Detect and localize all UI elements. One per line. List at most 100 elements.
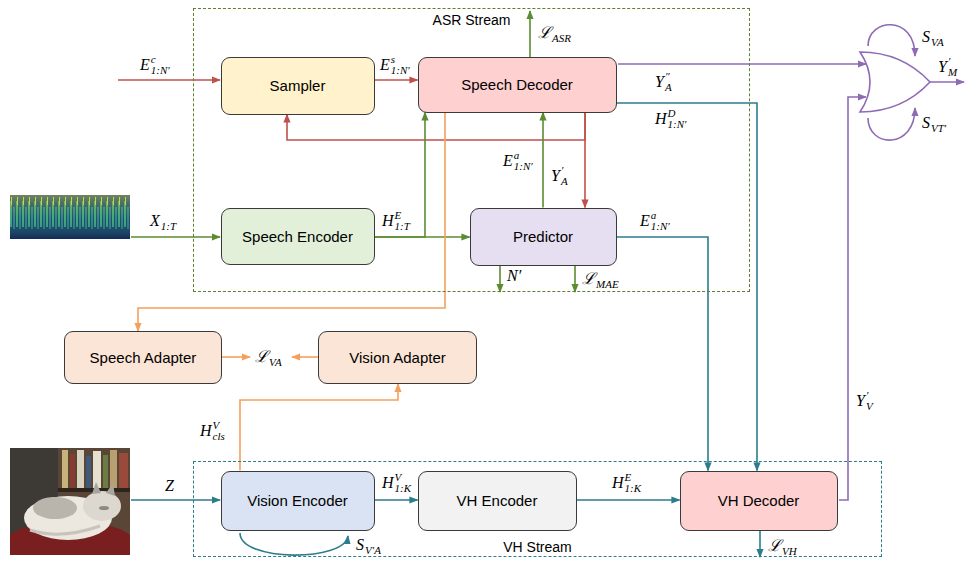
math-base: Y	[655, 74, 664, 90]
math-sup	[269, 346, 282, 357]
gate-output-arrow	[930, 81, 964, 83]
input-arrow	[131, 236, 220, 238]
math-base: E	[380, 57, 390, 73]
math-base: H	[612, 475, 624, 491]
math-base: S	[356, 537, 364, 553]
input-arrow	[118, 79, 220, 81]
process-box: Speech Encoder	[221, 208, 375, 265]
math-scripts: c1:N′	[151, 54, 170, 76]
math-sup	[161, 210, 176, 221]
math-scripts: 1:T	[161, 210, 176, 232]
dashed-group-box: Sampler Speech DecoderSpeech Encoder Predi…	[193, 8, 750, 292]
spectrogram	[10, 195, 130, 239]
math-sub: VH	[782, 546, 797, 557]
math-sup: ′	[866, 390, 873, 401]
math-base: X	[150, 213, 160, 229]
math-sup	[931, 26, 944, 37]
math-label: SVA	[922, 26, 944, 48]
math-label: HE1:T	[382, 210, 410, 232]
math-base: S	[922, 115, 930, 131]
math-label: HVcls	[200, 420, 225, 442]
process-box: Vision Encoder	[221, 471, 375, 531]
book	[62, 450, 68, 488]
math-base: ℒ	[768, 538, 781, 554]
math-label: Ec1:N′	[140, 54, 170, 76]
math-scripts: ″A	[665, 71, 672, 93]
math-base: Y	[551, 168, 560, 184]
book	[93, 451, 101, 488]
flow-arrow	[584, 113, 586, 208]
flow-arrow	[617, 237, 709, 471]
flow-arrow	[375, 113, 426, 238]
math-label: SVT′	[922, 112, 946, 134]
gate-input-wire	[618, 63, 866, 65]
math-scripts: a1:N′	[651, 210, 670, 232]
math-scripts: a1:N′	[514, 150, 533, 172]
flow-arrow	[287, 113, 585, 141]
math-sub: A	[665, 82, 672, 93]
math-scripts: D1:N′	[668, 108, 687, 130]
math-sub: 1:N′	[514, 161, 533, 172]
cat-patch	[33, 497, 77, 519]
math-scripts: ′A	[561, 165, 568, 187]
math-label: Ea1:N′	[503, 150, 533, 172]
box-label: Sampler	[270, 77, 326, 94]
loss-arrow	[574, 266, 576, 292]
flow-arrow	[240, 384, 398, 471]
math-sup: ′	[561, 165, 568, 176]
math-base: H	[382, 475, 394, 491]
process-box: Speech Decoder	[418, 57, 617, 113]
flow-arrow	[577, 499, 680, 501]
cat-eye	[99, 506, 109, 510]
process-box: Sampler	[221, 57, 375, 115]
math-scripts: Vcls	[213, 420, 225, 442]
math-sup	[782, 535, 797, 546]
math-sub: MAE	[596, 279, 619, 290]
process-box: Speech Adapter	[64, 331, 222, 384]
math-sub: VA	[931, 37, 944, 48]
box-label: VH Decoder	[718, 492, 800, 509]
math-sup	[596, 268, 619, 279]
math-label: HE1:K	[612, 472, 641, 494]
loss-arrow	[529, 11, 531, 57]
math-sup: ″	[665, 71, 672, 82]
math-sub: cls	[213, 431, 225, 442]
loss-arrow	[222, 356, 250, 358]
math-label: Y″A	[655, 71, 672, 93]
flow-arrow	[375, 499, 418, 501]
math-label: Es1:N′	[380, 54, 410, 76]
cat-tail	[30, 526, 100, 534]
math-scripts: VT′	[931, 112, 946, 134]
cat-ear	[92, 482, 101, 494]
box-label: VH Encoder	[457, 492, 538, 509]
math-label: Y′V	[856, 390, 873, 412]
spectrogram-shade	[10, 195, 130, 239]
math-sub: A	[561, 176, 568, 187]
math-base: E	[140, 57, 150, 73]
math-base: E	[640, 213, 650, 229]
math-sub: V′A	[365, 545, 381, 556]
math-label: X1:T	[150, 210, 176, 232]
box-label: Vision Encoder	[247, 492, 348, 509]
math-sub: M	[948, 67, 957, 78]
math-base: ℒ	[582, 271, 595, 287]
math-sup	[365, 534, 381, 545]
book	[77, 450, 84, 488]
math-label: Y′M	[938, 56, 957, 78]
math-base: H	[200, 423, 212, 439]
group-title: ASR Stream	[433, 12, 511, 28]
math-sub: 1:K	[395, 483, 412, 494]
cat-photo	[10, 448, 130, 555]
cat-head	[83, 491, 121, 521]
box-label: Predictor	[513, 228, 573, 245]
math-base: S	[922, 29, 930, 45]
math-sup: ′	[948, 56, 957, 67]
box-label: Speech Decoder	[461, 76, 573, 93]
math-sub: ASR	[552, 33, 571, 44]
group-title: VH Stream	[503, 539, 571, 555]
math-base: E	[503, 153, 513, 169]
math-sup: c	[151, 54, 170, 65]
math-scripts: ′V	[866, 390, 873, 412]
book	[110, 450, 117, 488]
book	[103, 455, 108, 488]
